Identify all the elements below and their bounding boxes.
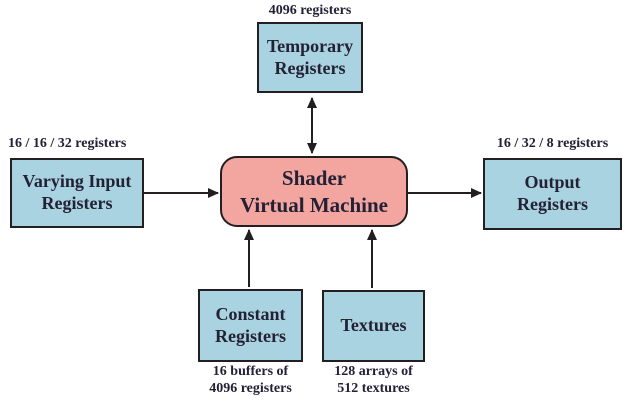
textures-caption-line1: 128 arrays of [334,364,413,379]
output-registers-count-label: 16 / 32 / 8 registers [496,136,609,151]
constant-registers-box: Constant Registers [198,289,303,362]
temporary-registers-box: Temporary Registers [257,22,363,93]
varying-input-registers-box: Varying Input Registers [10,158,144,228]
textures-label: Textures [340,315,407,336]
output-registers-label-line1: Output [524,172,581,193]
textures-caption: 128 arrays of 512 textures [308,364,439,398]
shader-vm-label-line1: Shader [281,166,347,191]
textures-box: Textures [322,290,425,362]
output-registers-box: Output Registers [483,158,622,230]
temporary-registers-label-line2: Registers [274,57,346,78]
varying-input-label-line1: Varying Input [22,171,132,192]
varying-input-label-line2: Registers [41,193,113,213]
output-registers-label-line2: Registers [517,194,588,214]
constant-caption-line1: 16 buffers of [212,364,289,379]
shader-vm-label-line2: Virtual Machine [240,192,388,217]
constant-caption-line2: 4096 registers [209,380,292,396]
constant-registers-caption: 16 buffers of 4096 registers [183,364,318,398]
varying-input-count-label: 16 / 16 / 32 registers [8,136,127,151]
constant-registers-label-line2: Registers [215,325,286,346]
constant-registers-label-line1: Constant [215,303,286,324]
temporary-registers-count-label: 4096 registers [268,3,352,18]
shader-virtual-machine-box: Shader Virtual Machine [220,156,408,227]
temporary-registers-label-line1: Temporary [266,35,354,56]
textures-caption-line2: 512 textures [337,380,410,396]
